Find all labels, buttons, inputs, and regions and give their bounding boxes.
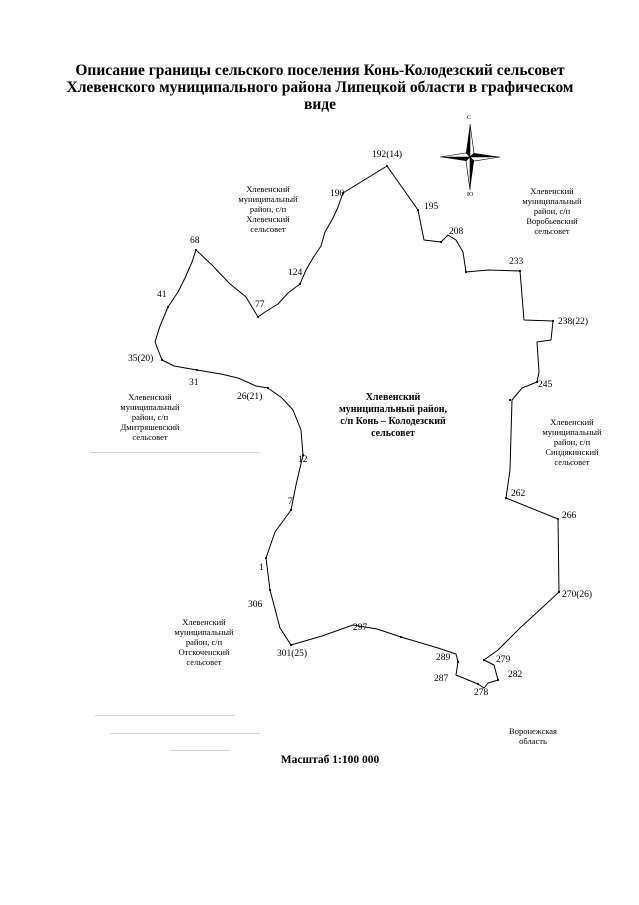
scan-artifact	[170, 750, 230, 751]
point-label: 26(21)	[237, 392, 263, 402]
point-label: 124	[288, 268, 303, 278]
compass-rose-icon: С Ю	[438, 115, 502, 198]
point-label: 195	[424, 202, 439, 212]
point-label: 266	[562, 511, 577, 521]
region-label-vorobievsky: Хлевенский муниципальный район, с/п Воро…	[522, 186, 582, 236]
region-label-dmitryashevsky: Хлевенский муниципальный район, с/п Дмит…	[120, 392, 180, 442]
point-label: 233	[509, 257, 524, 267]
scan-artifact	[110, 733, 260, 734]
map-scale: Масштаб 1:100 000	[280, 754, 380, 766]
point-label: 289	[436, 653, 451, 663]
point-label: 190	[330, 189, 345, 199]
scan-artifact	[95, 715, 235, 716]
point-label: 238(22)	[558, 317, 589, 327]
point-label: 262	[511, 489, 526, 499]
point-label: 301(25)	[277, 649, 308, 659]
compass-north-label: С	[467, 115, 472, 121]
document-title: Описание границы сельского поселения Кон…	[40, 62, 600, 113]
boundary-vertices	[160, 164, 561, 686]
point-label: 192(14)	[372, 150, 403, 160]
region-label-otskochensky: Хлевенский муниципальный район, с/п Отск…	[174, 617, 234, 667]
point-label: 77	[255, 300, 265, 310]
title-line-2: Хлевенского муниципального района Липецк…	[66, 79, 574, 96]
point-label: 208	[449, 227, 464, 237]
settlement-boundary	[154, 165, 560, 689]
point-label: 12	[298, 455, 308, 465]
point-label: 270(26)	[562, 590, 593, 600]
point-label: 287	[434, 674, 449, 684]
point-label: 68	[190, 236, 200, 246]
point-label: 282	[508, 670, 523, 680]
scan-artifact	[90, 452, 260, 453]
point-label: 297	[353, 623, 368, 633]
region-label-sindyakinsky: Хлевенский муниципальный район, с/п Синд…	[542, 417, 602, 467]
region-label-voronezh: Воронежская область	[509, 726, 557, 746]
compass-south-label: Ю	[467, 192, 474, 198]
point-label: 279	[496, 655, 511, 665]
title-line-1: Описание границы сельского поселения Кон…	[75, 62, 565, 79]
point-label: 7	[288, 497, 293, 507]
point-label: 1	[259, 563, 264, 573]
point-label: 278	[474, 688, 489, 698]
point-label: 35(20)	[128, 354, 154, 364]
point-label: 31	[189, 378, 199, 388]
point-label: 41	[157, 290, 167, 300]
point-label: 306	[248, 600, 263, 610]
title-line-3: виде	[303, 96, 337, 113]
region-label-hlevensky: Хлевенский муниципальный район, с/п Хлев…	[238, 184, 298, 234]
point-label: 245	[538, 380, 553, 390]
settlement-label: Хлевенский муниципальный район, с/п Конь…	[338, 392, 448, 439]
